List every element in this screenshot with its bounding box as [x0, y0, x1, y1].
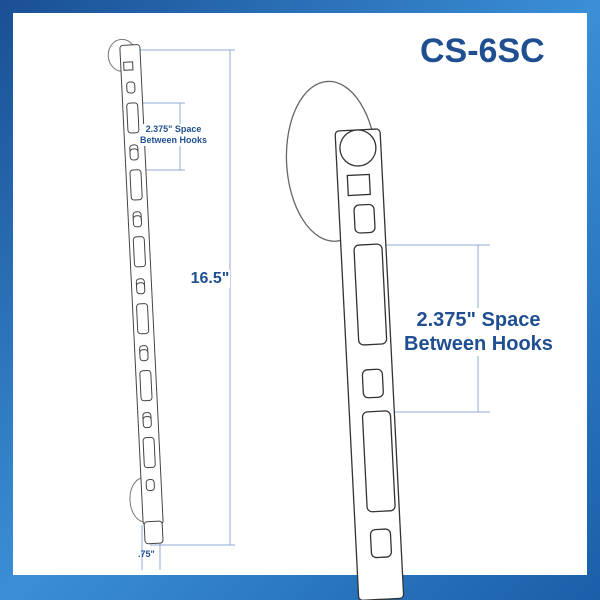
- hook-slot: [369, 528, 393, 559]
- hook: [139, 370, 153, 402]
- hook: [353, 243, 388, 346]
- product-title: CS-6SC: [420, 32, 545, 70]
- hook: [129, 169, 143, 201]
- small-space-line1: 2.375" Space: [145, 124, 202, 134]
- length-label: 16.5": [190, 270, 230, 288]
- large-space-label: 2.375" Space Between Hooks: [404, 308, 553, 356]
- hook-slot: [142, 416, 152, 429]
- hook-slot: [361, 368, 384, 399]
- hook: [132, 236, 146, 268]
- small-space-line2: Between Hooks: [140, 135, 208, 145]
- hook-slot: [132, 215, 142, 228]
- hook: [136, 303, 150, 335]
- hook: [142, 436, 156, 469]
- large-space-line1: 2.375" Space: [416, 309, 541, 331]
- hook-slot: [139, 349, 149, 362]
- hook-slot: [129, 148, 139, 161]
- small-hook-strip: [107, 38, 164, 545]
- hook: [361, 410, 396, 513]
- hook-slot: [145, 478, 155, 492]
- hook-slot: [126, 81, 136, 94]
- hook: [126, 102, 140, 134]
- hook-slot: [136, 282, 146, 295]
- small-space-label: 2.375" Space Between Hooks: [140, 124, 208, 146]
- width-label: .75": [138, 549, 155, 559]
- hook-slot: [353, 203, 376, 234]
- large-hook-strip: [285, 80, 405, 600]
- large-space-line2: Between Hooks: [404, 333, 553, 355]
- white-panel: [13, 13, 587, 575]
